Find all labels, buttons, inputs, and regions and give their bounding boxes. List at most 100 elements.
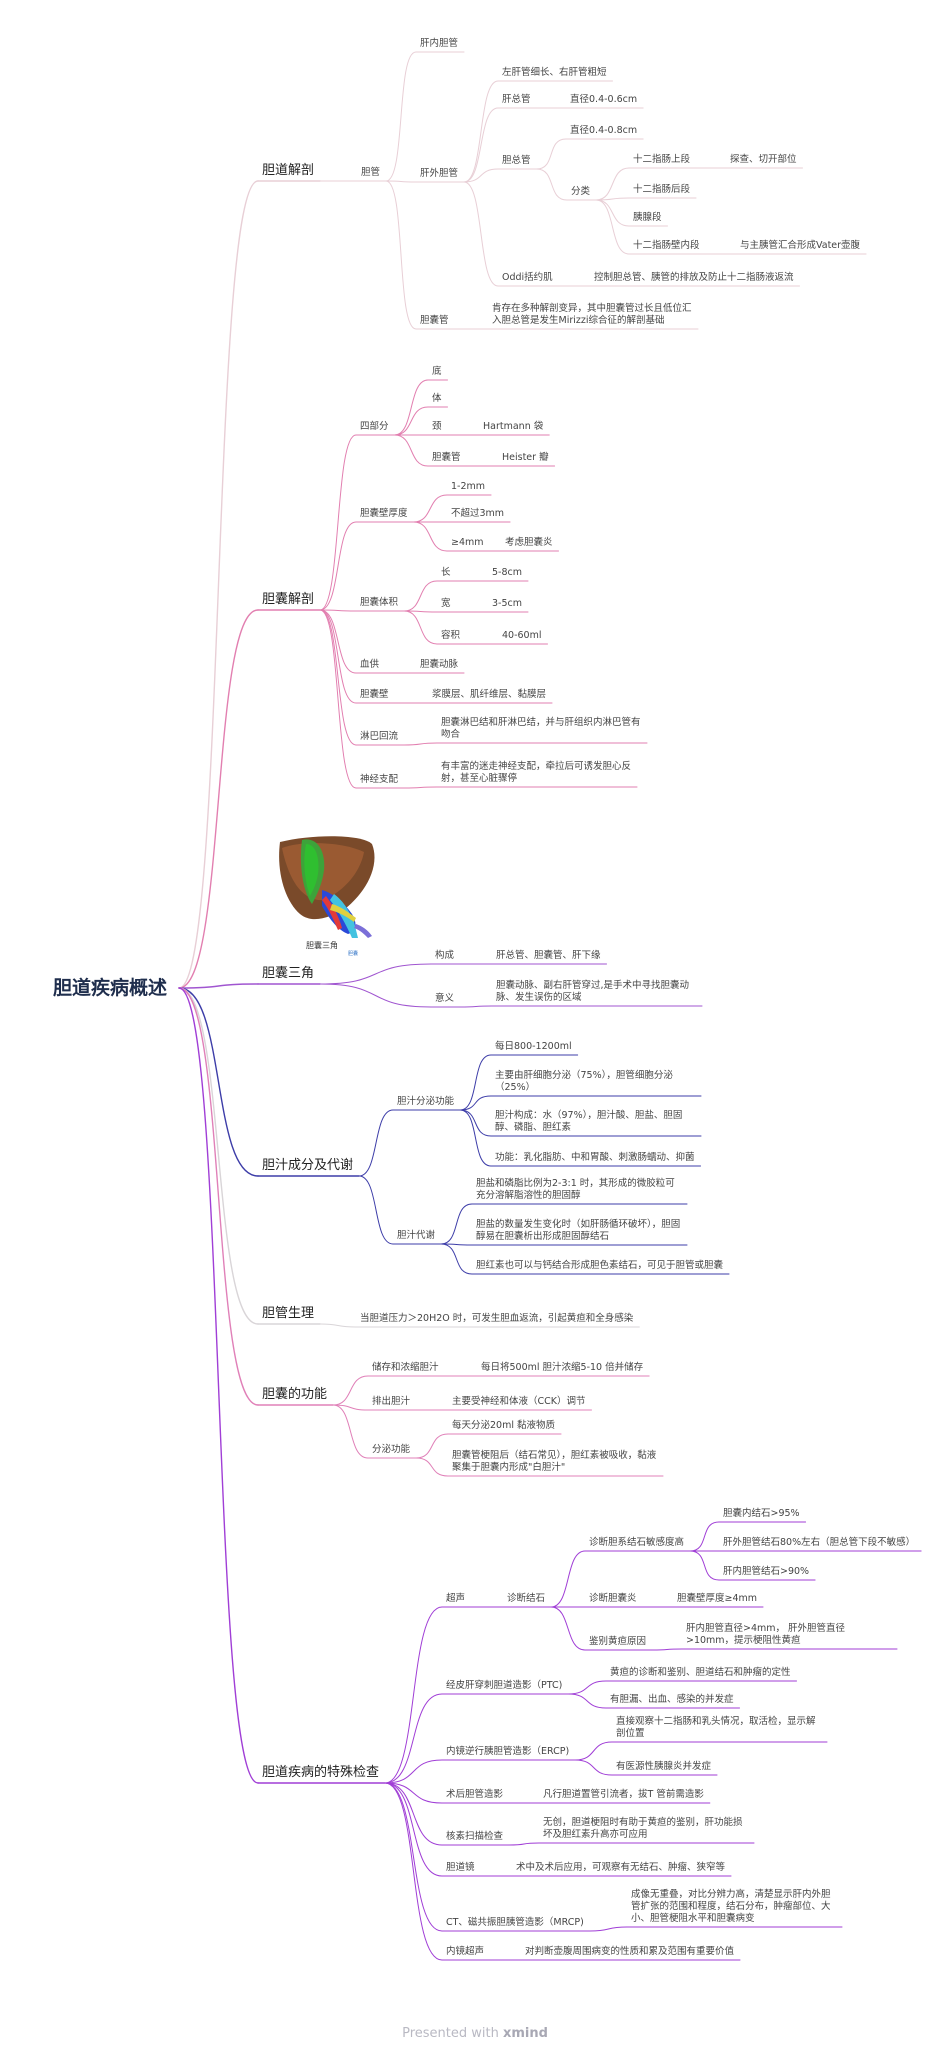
topic-bile-excretion[interactable]: 排出胆汁 <box>372 1396 411 1407</box>
topic-innervation[interactable]: 神经支配 <box>360 774 399 785</box>
topic-wall-thickness[interactable]: 胆囊壁厚度 <box>360 508 408 519</box>
topic-retroduodenal[interactable]: 十二指肠后段 <box>633 184 691 195</box>
topic-ct-mrcp[interactable]: CT、磁共振胆胰管造影（MRCP) <box>446 1917 584 1928</box>
topic-bile-constituents[interactable]: 胆汁构成：水（97%），胆汁酸、胆盐、胆固醇、磷脂、胆红素 <box>495 1110 683 1133</box>
topic-obstructive-jaundice-note[interactable]: 肝内胆管直径>4mm， 肝外胆管直径>10mm，提示梗阻性黄疸 <box>686 1623 846 1646</box>
topic-extrahepatic-duct[interactable]: 肝外胆管 <box>420 168 459 179</box>
topic-gallbladder-triangle[interactable]: 胆囊三角 <box>262 966 315 981</box>
topic-secretion-function[interactable]: 分泌功能 <box>372 1444 411 1455</box>
topic-ercp-complication[interactable]: 有医源性胰腺炎并发症 <box>616 1761 712 1772</box>
topic-triangle-composition[interactable]: 构成 <box>435 950 455 961</box>
topic-length-value[interactable]: 5-8cm <box>492 567 522 578</box>
topic-concentration-note[interactable]: 每日将500ml 胆汁浓缩5-10 倍并储存 <box>481 1362 644 1373</box>
topic-cbd-diameter[interactable]: 直径0.4-0.8cm <box>570 125 638 136</box>
topic-bile-composition[interactable]: 胆汁成分及代谢 <box>262 1158 354 1173</box>
topic-cholecystitis-diagnosis[interactable]: 诊断胆囊炎 <box>589 1593 637 1604</box>
topic-gallbladder-anatomy[interactable]: 胆囊解剖 <box>262 592 315 607</box>
topic-pressure-note[interactable]: 当胆道压力＞20H2O 时，可发生胆血返流，引起黄疸和全身感染 <box>360 1313 634 1324</box>
topic-ercp[interactable]: 内镜逆行胰胆管造影（ERCP) <box>446 1746 570 1757</box>
topic-pigment-stone-note[interactable]: 胆红素也可以与钙结合形成胆色素结石，可见于胆管或胆囊 <box>476 1260 724 1271</box>
topic-pancreatic-segment[interactable]: 胰腺段 <box>633 212 662 223</box>
topic-postop-note[interactable]: 凡行胆道置管引流者，拔T 管前需造影 <box>543 1789 704 1800</box>
topic-chd-diameter[interactable]: 直径0.4-0.6cm <box>570 94 638 105</box>
topic-cholecystitis-hint[interactable]: 考虑胆囊炎 <box>505 537 553 548</box>
topic-bile-duct[interactable]: 胆管 <box>361 167 381 178</box>
topic-intrahepatic-duct[interactable]: 肝内胆管 <box>420 38 459 49</box>
topic-wall-thickness-4mm[interactable]: 胆囊壁厚度≥4mm <box>677 1593 758 1604</box>
topic-mirizzi-note[interactable]: 肯存在多种解剖变异，其中胆囊管过长且低位汇入胆总管是发生Mirizzi综合征的解… <box>492 303 692 326</box>
topic-bile-metabolism[interactable]: 胆汁代谢 <box>397 1230 436 1241</box>
topic-jaundice-differential[interactable]: 鉴别黄疸原因 <box>589 1636 647 1647</box>
topic-sensitivity[interactable]: 诊断胆系结石敏感度高 <box>589 1537 685 1548</box>
topic-common-hepatic-duct[interactable]: 肝总管 <box>502 94 531 105</box>
topic-extrahepatic-stone-rate[interactable]: 肝外胆管结石80%左右（胆总管下段不敏感） <box>723 1537 916 1548</box>
topic-oddi-function[interactable]: 控制胆总管、胰管的排放及防止十二指肠液返流 <box>594 272 794 283</box>
topic-micelle-note[interactable]: 胆盐和磷脂比例为2-3:1 时，其形成的微胶粒可充分溶解脂溶性的胆固醇 <box>476 1178 675 1201</box>
topic-intrahepatic-stone-rate[interactable]: 肝内胆管结石>90% <box>723 1566 810 1577</box>
topic-triangle-borders[interactable]: 肝总管、胆囊管、肝下缘 <box>496 950 601 961</box>
topic-innervation-note[interactable]: 有丰富的迷走神经支配，牵拉后可诱发胆心反射，甚至心脏骤停 <box>441 761 632 784</box>
topic-lymph-note[interactable]: 胆囊淋巴结和肝淋巴结，并与肝组织内淋巴管有吻合 <box>441 717 641 740</box>
topic-nuclear-scan[interactable]: 核素扫描检查 <box>446 1831 504 1842</box>
topic-special-exams[interactable]: 胆道疾病的特殊检查 <box>262 1765 380 1780</box>
topic-oddi-sphincter[interactable]: Oddi括约肌 <box>502 272 553 283</box>
topic-blood-supply[interactable]: 血供 <box>360 659 380 670</box>
topic-nuclear-note[interactable]: 无创，胆道梗阻时有助于黄疸的鉴别，肝功能损坏及胆红素升高亦可应用 <box>543 1817 743 1840</box>
topic-white-bile-note[interactable]: 胆囊管梗阻后（结石常见），胆红素被吸收，黏液聚集于胆囊内形成"白胆汁" <box>452 1450 657 1473</box>
topic-supraduodenal-note[interactable]: 探查、切开部位 <box>730 154 797 165</box>
root-topic[interactable]: 胆道疾病概述 <box>53 977 168 999</box>
topic-stone-diagnosis[interactable]: 诊断结石 <box>507 1593 546 1604</box>
topic-mucus-note[interactable]: 每天分泌20ml 黏液物质 <box>452 1420 556 1431</box>
topic-bile-secretion[interactable]: 胆汁分泌功能 <box>397 1096 455 1107</box>
topic-ultrasound[interactable]: 超声 <box>446 1593 466 1604</box>
topic-ptc[interactable]: 经皮肝穿刺胆道造影（PTC) <box>446 1680 563 1691</box>
topic-lymph-drainage[interactable]: 淋巴回流 <box>360 731 399 742</box>
topic-width-value[interactable]: 3-5cm <box>492 598 522 609</box>
topic-bile-function[interactable]: 功能：乳化脂肪、中和胃酸、刺激肠蠕动、抑菌 <box>495 1152 695 1163</box>
topic-capacity-value[interactable]: 40-60ml <box>502 630 542 641</box>
topic-ptc-indication[interactable]: 黄疸的诊断和鉴别、胆道结石和肿瘤的定性 <box>610 1667 791 1678</box>
topic-wall-layers[interactable]: 浆膜层、肌纤维层、黏膜层 <box>432 689 547 700</box>
topic-ptc-complication[interactable]: 有胆漏、出血、感染的并发症 <box>610 1694 734 1705</box>
topic-choledochoscopy-note[interactable]: 术中及术后应用，可观察有无结石、肿瘤、狭窄等 <box>516 1862 726 1873</box>
topic-cystic-artery[interactable]: 胆囊动脉 <box>420 659 459 670</box>
topic-thickness-max[interactable]: 不超过3mm <box>451 508 505 519</box>
topic-heister-valve[interactable]: Heister 瓣 <box>502 452 549 463</box>
topic-body[interactable]: 体 <box>432 393 442 404</box>
topic-fundus[interactable]: 底 <box>432 366 442 377</box>
topic-ct-mrcp-note[interactable]: 成像无重叠，对比分辨力高，清楚显示肝内外胆管扩张的范围和程度，结石分布，肿瘤部位… <box>631 1889 831 1924</box>
topic-intraduodenal[interactable]: 十二指肠壁内段 <box>633 240 700 251</box>
topic-four-parts[interactable]: 四部分 <box>360 421 389 432</box>
topic-thickness-normal[interactable]: 1-2mm <box>451 481 486 492</box>
topic-vater-ampulla[interactable]: 与主胰管汇合形成Vater壶腹 <box>740 240 861 251</box>
topic-gb-cystic-duct[interactable]: 胆囊管 <box>432 452 461 463</box>
topic-bile-source[interactable]: 主要由肝细胞分泌（75%），胆管细胞分泌（25%） <box>495 1070 673 1093</box>
topic-width[interactable]: 宽 <box>441 598 451 609</box>
topic-gb-volume[interactable]: 胆囊体积 <box>360 597 399 608</box>
topic-supraduodenal[interactable]: 十二指肠上段 <box>633 154 691 165</box>
topic-postop-cholangiography[interactable]: 术后胆管造影 <box>446 1789 504 1800</box>
topic-ercp-indication[interactable]: 直接观察十二指肠和乳头情况，取活检，显示解剖位置 <box>616 1716 816 1739</box>
topic-cbd-classification[interactable]: 分类 <box>571 186 591 197</box>
topic-length[interactable]: 长 <box>441 567 451 578</box>
topic-gb-stone-rate[interactable]: 胆囊内结石>95% <box>723 1508 800 1519</box>
topic-store-concentrate[interactable]: 储存和浓缩胆汁 <box>372 1362 439 1373</box>
topic-biliary-anatomy[interactable]: 胆道解剖 <box>262 163 315 178</box>
topic-bile-daily-volume[interactable]: 每日800-1200ml <box>495 1041 572 1052</box>
topic-neck[interactable]: 颈 <box>432 421 442 432</box>
topic-cholesterol-stone-note[interactable]: 胆盐的数量发生变化时（如肝肠循环破坏），胆固醇易在胆囊析出形成胆固醇结石 <box>476 1219 681 1242</box>
topic-cystic-duct[interactable]: 胆囊管 <box>420 315 449 326</box>
topic-bile-duct-physiology[interactable]: 胆管生理 <box>262 1306 315 1321</box>
topic-hartmann-pouch[interactable]: Hartmann 袋 <box>483 421 544 432</box>
topic-endoscopic-ultrasound[interactable]: 内镜超声 <box>446 1946 485 1957</box>
topic-eus-note[interactable]: 对判断壶腹周围病变的性质和累及范围有重要价值 <box>525 1946 735 1957</box>
topic-choledochoscopy[interactable]: 胆道镜 <box>446 1862 475 1873</box>
topic-capacity[interactable]: 容积 <box>441 630 461 641</box>
topic-common-bile-duct[interactable]: 胆总管 <box>502 155 531 166</box>
topic-cck-note[interactable]: 主要受神经和体液（CCK）调节 <box>452 1396 586 1407</box>
topic-hepatic-ducts[interactable]: 左肝管细长、右肝管粗短 <box>502 67 607 78</box>
topic-triangle-note[interactable]: 胆囊动脉、副右肝管穿过,是手术中寻找胆囊动脉、发生误伤的区域 <box>496 980 690 1003</box>
topic-thickness-4mm[interactable]: ≥4mm <box>451 537 484 548</box>
topic-gb-wall[interactable]: 胆囊壁 <box>360 689 389 700</box>
topic-triangle-significance[interactable]: 意义 <box>435 993 455 1004</box>
